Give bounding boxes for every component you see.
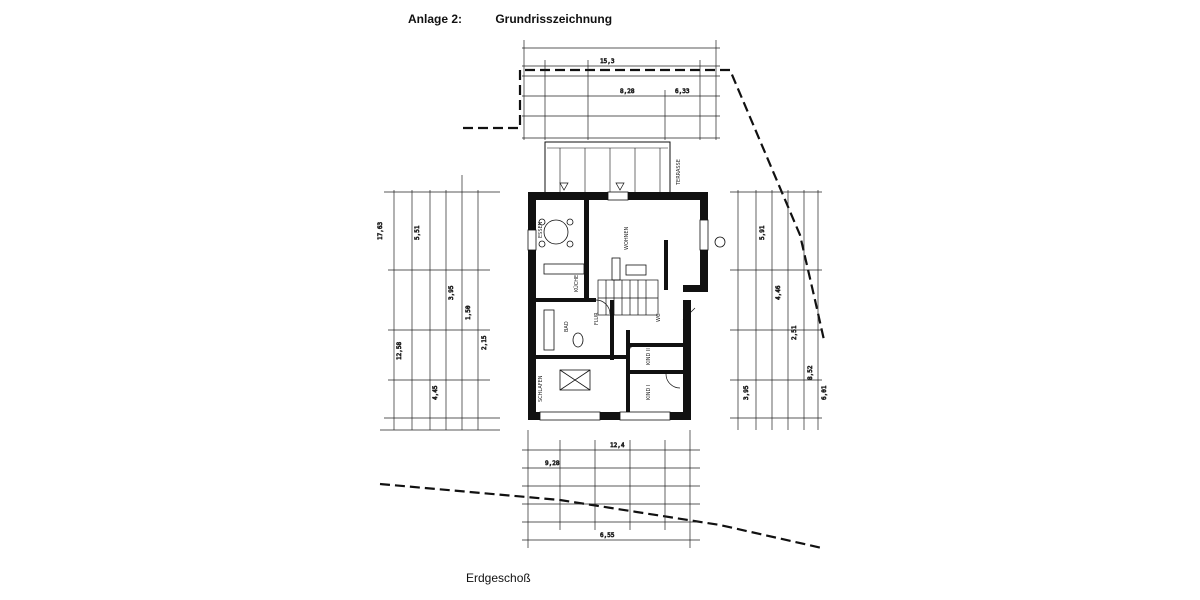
- dim-right-4: 2,51: [791, 325, 798, 340]
- dim-left-4: 1,50: [465, 305, 472, 320]
- terrace-area: [544, 141, 671, 198]
- room-label-essen: ESSEN: [538, 221, 544, 238]
- left-dimension-chains: 17,63 12,58 5,51 4,45 3,95 1,50 2,15: [377, 175, 500, 431]
- room-label-kueche: KÜCHE: [573, 275, 580, 292]
- shower-icon: [543, 309, 555, 351]
- property-boundary: [379, 68, 826, 550]
- dining-table-icon: [543, 219, 569, 245]
- coffee-table-icon: [625, 264, 647, 276]
- dim-left-outer: 17,63: [377, 222, 384, 240]
- bottom-dimension-chains: 12,4 9,28 6,55: [522, 430, 700, 548]
- dim-right-2: 4,46: [775, 285, 782, 300]
- windows: [527, 191, 709, 421]
- dim-left-2: 4,45: [432, 385, 439, 400]
- room-labels: ESSEN WOHNEN KÜCHE BAD FLUR WC SCHLAFEN …: [538, 159, 682, 402]
- room-label-terrasse: TERRASSE: [676, 159, 682, 186]
- right-dimension-chains: 8,52 5,91 4,46 3,95 2,51 6,01: [730, 190, 828, 430]
- dim-left-1: 5,51: [414, 225, 421, 240]
- toilet-icon: [572, 332, 584, 348]
- room-label-wohnen: WOHNEN: [624, 226, 630, 250]
- dim-right-1: 5,91: [759, 225, 766, 240]
- dim-left-inner: 12,58: [396, 342, 403, 360]
- annex-label: Anlage 2:: [408, 12, 463, 26]
- dim-bottom-1: 12,4: [610, 442, 625, 449]
- kitchen-counter-icon: [543, 263, 585, 275]
- dim-left-5: 2,15: [481, 335, 488, 350]
- dim-bottom-2: 9,28: [545, 460, 560, 467]
- building-walls: [528, 192, 708, 420]
- room-label-kind1: KIND I: [646, 385, 652, 400]
- dim-right-5: 6,01: [821, 385, 828, 400]
- dim-right-3: 3,95: [743, 385, 750, 400]
- page-header: Anlage 2: Grundrisszeichnung: [408, 12, 612, 26]
- doors: [559, 182, 696, 389]
- sofa-icon: [611, 257, 621, 281]
- dim-top-1: 15,3: [600, 58, 615, 65]
- room-label-flur: FLUR: [594, 312, 600, 325]
- furniture: [538, 218, 726, 391]
- floor-caption: Erdgeschoß: [466, 571, 531, 585]
- dim-bottom-3: 6,55: [600, 532, 615, 539]
- room-label-schlafen: SCHLAFEN: [538, 375, 544, 402]
- room-label-kind2: KIND II: [646, 348, 652, 365]
- page-title: Grundrisszeichnung: [495, 12, 613, 26]
- dim-right-outer: 8,52: [807, 365, 814, 380]
- dim-top-2: 8,28: [620, 88, 635, 95]
- dim-top-3: 6,33: [675, 88, 690, 95]
- bed-icon: [559, 369, 591, 391]
- room-label-bad: BAD: [564, 321, 570, 332]
- staircase: [597, 279, 659, 316]
- room-label-wc: WC: [656, 313, 662, 322]
- top-dimension-chains: 15,3 8,28 6,33: [522, 40, 720, 140]
- dim-left-3: 3,95: [448, 285, 455, 300]
